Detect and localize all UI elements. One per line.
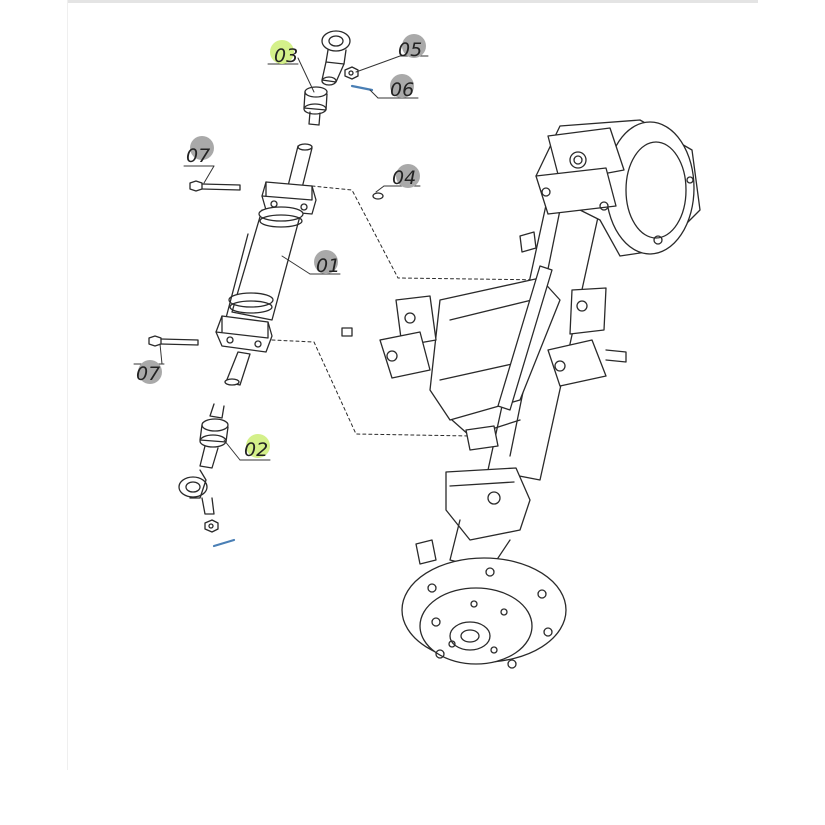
upper-ball-joint [321, 30, 351, 86]
callout-bubble-c02 [246, 434, 270, 458]
callout-bubble-c06 [390, 74, 414, 98]
top-border [68, 0, 758, 3]
lower-ball-joint [178, 469, 215, 515]
callout-bubble-c03 [270, 40, 294, 64]
left-border [67, 0, 68, 770]
lower-wheel-hub [401, 539, 567, 669]
locating-pin-04 [372, 192, 384, 200]
callout-bubble-c05 [402, 34, 426, 58]
callout-label-c05: 05 [398, 39, 422, 61]
lower-nut [204, 519, 219, 533]
callout-label-c06: 06 [390, 79, 414, 101]
callout-label-c02: 02 [244, 439, 268, 461]
alignment-lines [271, 185, 549, 437]
locating-pin [341, 327, 353, 337]
callout-label-c03: 03 [274, 45, 298, 67]
callout-label-c04: 04 [392, 167, 416, 189]
upper-nut [344, 66, 359, 80]
steering-cylinder [225, 206, 304, 321]
lower-steering-knuckle [445, 467, 531, 571]
callout-bubble-c04 [396, 164, 420, 188]
upper-adjuster-sleeve [303, 86, 328, 126]
upper-bolt [189, 180, 241, 192]
callout-label-c07b: 07 [136, 363, 160, 385]
lower-bolt [148, 335, 199, 347]
lower-piston-rod [224, 351, 251, 386]
callout-bubble-c07a [190, 136, 214, 160]
upper-cotter-pin [350, 84, 374, 92]
callout-bubble-c07b [138, 360, 162, 384]
lower-cotter-pin [212, 538, 236, 548]
lower-clamp [215, 315, 273, 353]
callout-label-c07a: 07 [186, 145, 210, 167]
upper-piston-rod [287, 143, 313, 189]
callout-labels: 03 05 06 07 04 01 07 02 [136, 34, 426, 461]
callout-bubble-c01 [314, 250, 338, 274]
callout-label-c01: 01 [316, 255, 340, 277]
lower-adjuster-sleeve [199, 403, 229, 469]
upper-wheel-hub [535, 119, 701, 257]
axle-housing [379, 195, 627, 481]
